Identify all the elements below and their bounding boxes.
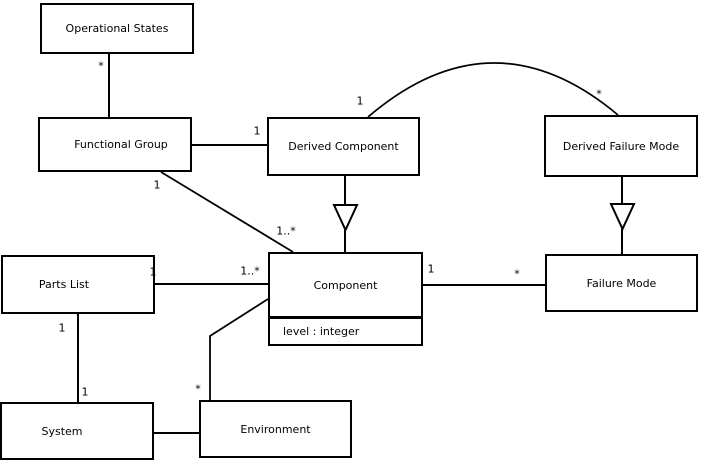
class-failure-mode: Failure Mode xyxy=(545,254,698,312)
multiplicity-dcomponent-dfmode-src: 1 xyxy=(356,94,364,108)
class-environment: Environment xyxy=(199,400,352,458)
association-environment-component xyxy=(209,298,269,400)
class-name: Component xyxy=(270,254,421,319)
multiplicity-fgroup-component-src: 1 xyxy=(153,178,161,192)
multiplicity-plist-component-tgt: 1..* xyxy=(240,264,260,278)
class-derived-failure-mode: Derived Failure Mode xyxy=(544,115,698,177)
class-derived-component: Derived Component xyxy=(267,117,420,176)
class-name: Derived Failure Mode xyxy=(562,139,680,153)
class-attribute-level: level : integer xyxy=(283,325,360,338)
multiplicity-component-fmode-tgt: * xyxy=(514,267,520,281)
class-name: Derived Component xyxy=(288,140,399,153)
class-name: Operational States xyxy=(65,22,169,35)
association-dcomponent-dfmode-arc xyxy=(367,62,619,118)
class-component: Component level : integer xyxy=(268,252,423,346)
class-operational-states: Operational States xyxy=(40,3,194,54)
class-name: Environment xyxy=(240,422,311,436)
class-name: System xyxy=(41,424,83,438)
class-name: Functional Group xyxy=(74,138,168,151)
multiplicity-fgroup-component-tgt: 1..* xyxy=(276,224,296,238)
multiplicity-component-fmode-src: 1 xyxy=(427,262,435,276)
class-functional-group: Functional Group xyxy=(38,117,192,172)
generalization-triangle-fmode xyxy=(609,203,636,232)
multiplicity-plist-system-src: 1 xyxy=(58,321,66,335)
class-parts-list: Parts List xyxy=(1,255,155,314)
multiplicity-environment-component: * xyxy=(195,382,201,396)
class-name: Failure Mode xyxy=(586,276,657,290)
class-name: Parts List xyxy=(38,278,90,291)
association-fgroup-component xyxy=(160,171,294,253)
multiplicity-plist-system-tgt: 1 xyxy=(81,385,89,399)
class-system: System xyxy=(0,402,154,460)
multiplicity-fgroup-dcomponent: 1 xyxy=(253,124,261,138)
multiplicity-opstates-fgroup: * xyxy=(98,59,104,73)
multiplicity-dcomponent-dfmode-tgt: * xyxy=(596,87,602,101)
multiplicity-plist-component-src: 1 xyxy=(149,265,157,279)
generalization-triangle-component xyxy=(332,204,359,233)
